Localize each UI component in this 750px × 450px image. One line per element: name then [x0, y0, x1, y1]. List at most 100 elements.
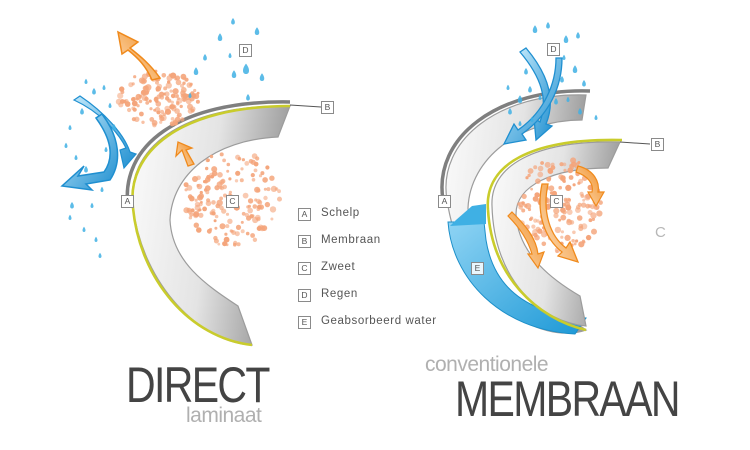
orange-arrow-icon [116, 30, 162, 81]
sweat-dot-icon [235, 154, 241, 160]
orange-arrow-icon [175, 141, 195, 167]
sweat-dot-icon [203, 180, 207, 184]
sweat-dot-icon [163, 86, 168, 91]
sweat-dot-icon [571, 239, 575, 243]
sweat-dot-icon [164, 105, 170, 112]
sweat-dot-icon [247, 204, 251, 208]
left-marker-b: B [321, 101, 334, 114]
sweat-dot-icon [165, 82, 172, 89]
sweat-dot-icon [560, 177, 563, 181]
sweat-dot-icon [254, 214, 261, 221]
sweat-dot-icon [560, 214, 567, 221]
sweat-dot-icon [235, 170, 241, 176]
sweat-dot-icon [241, 158, 245, 162]
sweat-dot-icon [527, 168, 534, 174]
sweat-dot-icon [257, 200, 263, 205]
sweat-dot-icon [563, 168, 567, 172]
sweat-dot-icon [553, 207, 560, 214]
sweat-dot-icon [161, 73, 167, 78]
sweat-dot-icon [224, 232, 228, 236]
left-subtitle: laminaat [186, 404, 262, 427]
sweat-dot-icon [572, 183, 576, 187]
sweat-dot-icon [523, 203, 528, 208]
sweat-dot-icon [127, 107, 132, 113]
sweat-dot-icon [531, 224, 536, 229]
sweat-dot-icon [187, 209, 192, 214]
sweat-dot-icon [182, 77, 186, 81]
sweat-dot-icon [263, 195, 268, 201]
sweat-dot-icon [205, 190, 210, 195]
raindrop-icon [572, 65, 578, 73]
sweat-dot-icon [230, 229, 234, 233]
raindrop-icon [582, 80, 586, 87]
sweat-dot-icon [180, 117, 185, 122]
sweat-dot-icon [159, 109, 165, 114]
raindrop-icon [108, 102, 112, 108]
sweat-dot-icon [156, 110, 161, 115]
sweat-dot-icon [566, 209, 573, 216]
sweat-dot-icon [578, 226, 584, 232]
raindrop-icon [104, 146, 108, 152]
sweat-dot-icon [167, 80, 171, 84]
legend-label: Geabsorbeerd water [321, 315, 437, 327]
sweat-dot-icon [119, 86, 125, 92]
raindrop-icon [84, 166, 88, 173]
sweat-dot-icon [213, 235, 218, 241]
sweat-dot-icon [233, 242, 237, 247]
sweat-dot-icon [227, 218, 233, 224]
sweat-dot-icon [222, 241, 228, 247]
sweat-dot-icon [225, 224, 230, 229]
sweat-dot-icon [558, 218, 562, 222]
sweat-dot-icon [541, 241, 547, 247]
right-subtitle: conventionele [425, 353, 549, 376]
raindrop-icon [524, 68, 528, 75]
sweat-dot-icon [155, 88, 159, 92]
sweat-dot-icon [159, 95, 165, 100]
sweat-dot-icon [197, 209, 201, 212]
sweat-dot-icon [244, 161, 250, 166]
sweat-dot-icon [532, 229, 538, 235]
sweat-dot-icon [211, 166, 218, 173]
right-membrane [486, 138, 623, 211]
orange-arrow-icon [507, 211, 546, 270]
sweat-dot-icon [554, 226, 562, 234]
sweat-dot-icon [193, 212, 199, 219]
raindrop-icon [566, 96, 570, 102]
right-outer-shell-edge [440, 89, 591, 201]
sweat-dot-icon [175, 79, 182, 86]
left-raindrops [64, 18, 265, 258]
raindrop-icon [530, 116, 534, 122]
legend-key: B [298, 235, 311, 248]
sweat-dot-icon [187, 194, 193, 200]
sweat-dot-icon [209, 210, 215, 216]
sweat-dot-icon [133, 75, 137, 79]
raindrop-icon [228, 52, 232, 58]
raindrop-icon [246, 94, 250, 101]
sweat-dot-icon [269, 206, 277, 213]
sweat-dot-icon [186, 82, 193, 88]
sweat-dot-icon [234, 231, 240, 237]
sweat-dot-icon [139, 111, 144, 117]
right-marker-c: C [550, 195, 563, 208]
sweat-dot-icon [175, 75, 181, 81]
sweat-dot-icon [245, 231, 250, 236]
raindrop-icon [102, 84, 106, 90]
legend-label: Schelp [321, 207, 360, 219]
raindrop-icon [92, 88, 96, 95]
sweat-dot-icon [266, 187, 271, 192]
sweat-dot-icon [548, 185, 555, 192]
sweat-dot-icon [529, 216, 534, 220]
legend-key: E [298, 316, 311, 329]
sweat-dot-icon [169, 105, 173, 109]
raindrop-icon [203, 54, 207, 61]
sweat-dot-icon [262, 177, 268, 183]
sweat-dot-icon [181, 93, 188, 100]
raindrop-icon [84, 78, 88, 84]
raindrop-icon [506, 84, 510, 90]
sweat-dot-icon [253, 168, 258, 173]
sweat-dot-icon [209, 154, 214, 159]
sweat-dot-icon [144, 91, 149, 96]
sweat-dot-icon [576, 215, 583, 221]
sweat-dot-icon [550, 165, 556, 171]
sweat-dot-icon [579, 191, 584, 196]
